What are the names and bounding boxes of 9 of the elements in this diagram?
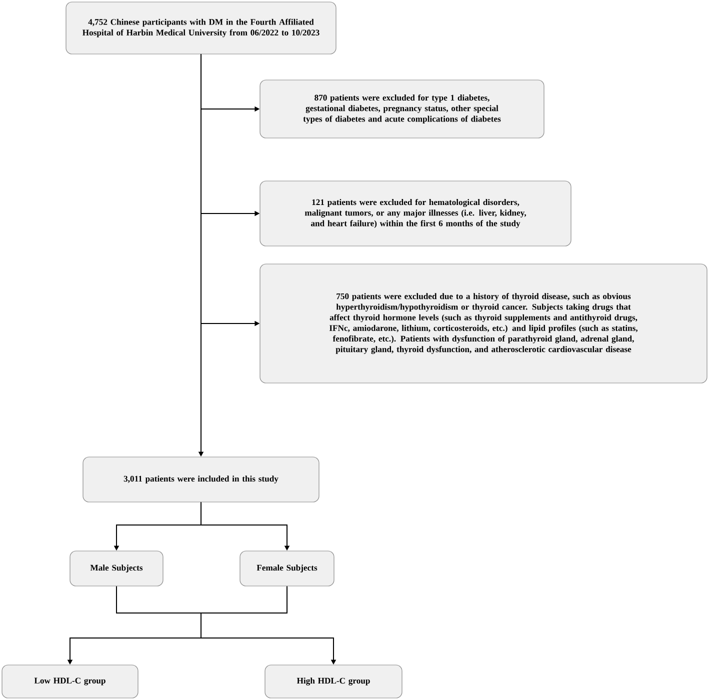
process-box: High HDL-C group: [264, 664, 402, 698]
process-box: 3,011 patients were included in this study: [82, 456, 320, 502]
process-box: 750 patients were excluded due to a history of thyroid disease, such as obvious hyperthyroidism/hypothyroidism or thyroid cancer. Subjects taking drugs that affect thyroid hormone levels (such as thyroid supplements and antithyroid drugs, IFNc, amiodarone, lithium, corticosteroids, etc.) and lipid profiles (such as statins, fenofibrate, etc.). Patients with dysfunction of parathyroid gland, adrenal gland, pituitary gland, thyroid dysfunction, and atherosclerotic cardiovascular disease: [260, 264, 708, 384]
process-box: 121 patients were excluded for hematological disorders, malignant tumors, or any major illnesses (i.e. liver, kidney, and heart failure) within the first 6 months of the study: [260, 180, 572, 246]
process-box: 870 patients were excluded for type 1 diabetes, gestational diabetes, pregnancy status, other special types of diabetes and acute complications of diabetes: [260, 80, 544, 138]
process-box: Low HDL-C group: [2, 664, 138, 698]
process-box: Female Subjects: [240, 550, 334, 586]
process-box: 4,752 Chinese participants with DM in the Fourth Affiliated Hospital of Harbin Medical University from 06/2022 to 10/2023: [66, 2, 336, 54]
process-box: Male Subjects: [70, 550, 164, 586]
